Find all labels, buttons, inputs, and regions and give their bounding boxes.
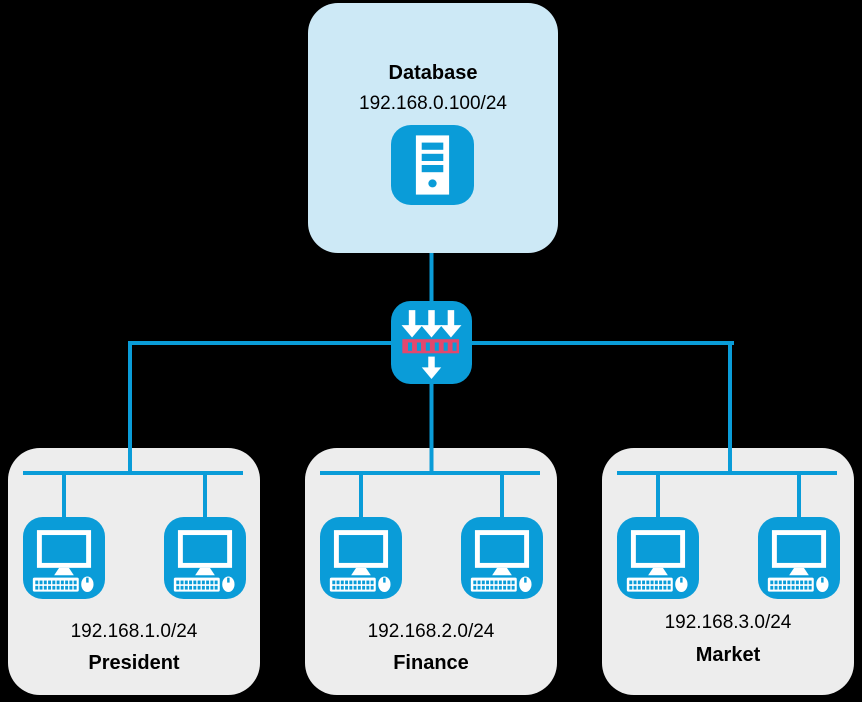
finance-subnet: 192.168.2.0/24: [367, 621, 495, 642]
market-subnet: 192.168.3.0/24: [664, 612, 792, 633]
database-label: Database: [388, 62, 478, 84]
president-label: President: [88, 652, 180, 674]
department-card-president: 192.168.1.0/24 President: [8, 448, 260, 695]
market-label: Market: [695, 644, 761, 666]
department-card-market: 192.168.3.0/24 Market: [602, 448, 854, 695]
desktop-computer-icon: [23, 517, 105, 599]
desktop-computer-icon: [617, 517, 699, 599]
desktop-computer-icon: [758, 517, 840, 599]
president-subnet: 192.168.1.0/24: [70, 621, 198, 642]
switch-icon: [391, 301, 472, 384]
desktop-computer-icon: [320, 517, 402, 599]
desktop-computer-icon: [164, 517, 246, 599]
database-ip-address: 192.168.0.100/24: [359, 93, 507, 114]
department-card-finance: 192.168.2.0/24 Finance: [305, 448, 557, 695]
finance-label: Finance: [393, 652, 469, 674]
database-card: Database 192.168.0.100/24: [308, 3, 558, 253]
desktop-computer-icon: [461, 517, 543, 599]
server-icon: [391, 125, 474, 205]
